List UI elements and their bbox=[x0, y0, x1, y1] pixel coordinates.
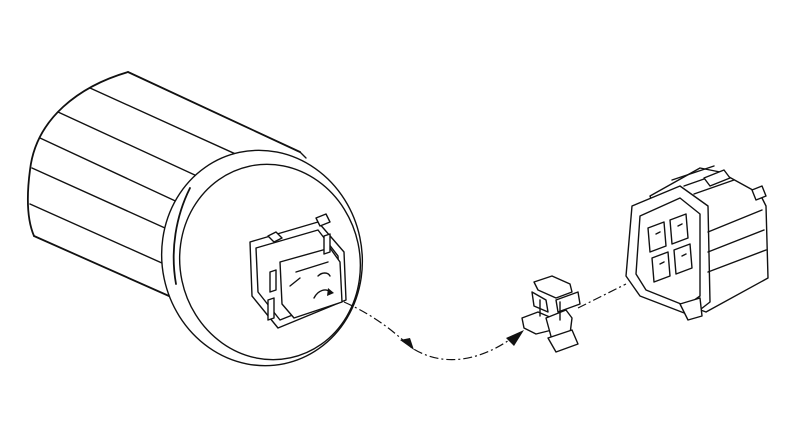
connection-path-clip-to-plug bbox=[577, 283, 627, 309]
mating-plug-connector bbox=[625, 165, 769, 321]
motor-pins bbox=[267, 233, 331, 321]
arrowhead-icon bbox=[400, 338, 414, 350]
arrowhead-icon bbox=[506, 330, 524, 346]
motor-assembly bbox=[27, 71, 364, 367]
retaining-clip bbox=[521, 275, 581, 353]
connection-path-motor-to-clip bbox=[343, 301, 524, 361]
motor-housing bbox=[27, 71, 307, 301]
